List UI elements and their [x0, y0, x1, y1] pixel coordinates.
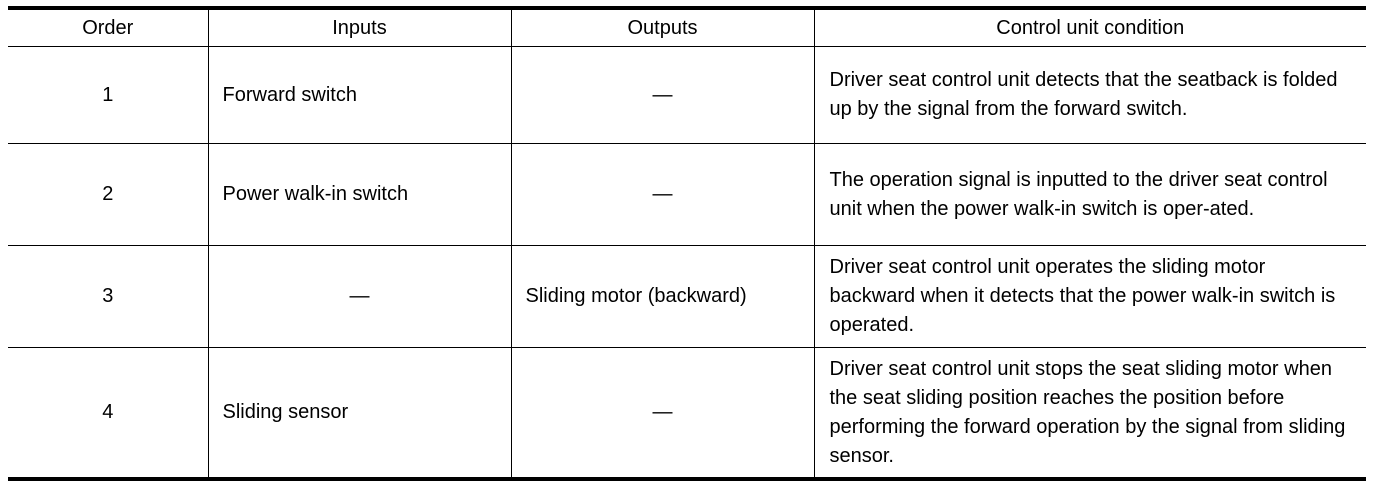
outputs-cell: —	[510, 347, 815, 481]
control-sequence-table-container: Order Inputs Outputs Control unit condit…	[8, 6, 1366, 481]
outputs-cell: —	[510, 143, 815, 246]
order-cell: 1	[8, 46, 209, 144]
inputs-cell: Sliding sensor	[207, 347, 512, 481]
outputs-cell: —	[510, 46, 815, 144]
condition-cell: The operation signal is inputted to the …	[813, 143, 1366, 246]
header-outputs: Outputs	[510, 6, 815, 47]
order-cell: 4	[8, 347, 209, 481]
table-row: 3 — Sliding motor (backward) Driver seat…	[8, 245, 1366, 348]
table-row: 4 Sliding sensor — Driver seat control u…	[8, 347, 1366, 481]
header-control-unit-condition: Control unit condition	[813, 6, 1366, 47]
inputs-cell: —	[207, 245, 512, 348]
order-cell: 2	[8, 143, 209, 246]
inputs-cell: Forward switch	[207, 46, 512, 144]
condition-cell: Driver seat control unit detects that th…	[813, 46, 1366, 144]
table-row: 2 Power walk-in switch — The operation s…	[8, 143, 1366, 246]
outputs-cell: Sliding motor (backward)	[510, 245, 815, 348]
table-row: 1 Forward switch — Driver seat control u…	[8, 46, 1366, 144]
table-header-row: Order Inputs Outputs Control unit condit…	[8, 6, 1366, 47]
inputs-cell: Power walk-in switch	[207, 143, 512, 246]
control-sequence-table: Order Inputs Outputs Control unit condit…	[8, 6, 1366, 481]
condition-cell: Driver seat control unit operates the sl…	[813, 245, 1366, 348]
order-cell: 3	[8, 245, 209, 348]
header-inputs: Inputs	[207, 6, 512, 47]
header-order: Order	[8, 6, 209, 47]
condition-cell: Driver seat control unit stops the seat …	[813, 347, 1366, 481]
